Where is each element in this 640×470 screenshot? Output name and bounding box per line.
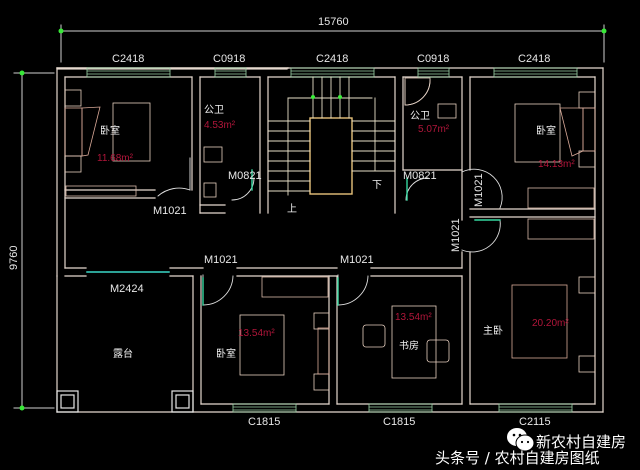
furniture (64, 77, 596, 391)
window-label: C0918 (213, 53, 246, 65)
door-leaves (202, 169, 501, 306)
room-name-bedroom: 卧室 (100, 126, 120, 137)
room-name-bathroom: 公卫 (410, 111, 430, 122)
door-label: M0821 (228, 170, 262, 182)
door-label: M1021 (450, 218, 462, 252)
staircase (267, 76, 396, 196)
room-area: 11.68m² (97, 153, 133, 164)
window-label: C1815 (383, 416, 416, 428)
stairs-up-label: 上 (287, 204, 297, 215)
windows-bottom (232, 403, 573, 413)
window-label: C2418 (316, 53, 349, 65)
room-name-bathroom: 公卫 (204, 105, 224, 116)
watermark-source: 头条号 / 农村自建房图纸 (435, 449, 600, 467)
room-area: 20.20m² (532, 318, 569, 329)
room-area: 13.54m² (395, 312, 432, 323)
room-area: 13.54m² (238, 328, 275, 339)
room-area: 4.53m² (204, 120, 236, 131)
window-label: C2418 (518, 53, 551, 65)
room-area: 14.13m² (538, 159, 575, 170)
room-area: 5.07m² (418, 124, 450, 135)
dimension-ticks (19, 28, 607, 411)
terrace-columns (56, 390, 194, 413)
door-label: M0821 (403, 170, 437, 182)
room-name-bedroom: 卧室 (536, 126, 556, 137)
door-label: M1021 (204, 254, 238, 266)
stairs-down-label: 下 (372, 180, 382, 191)
watermark-account-name: 新农村自建房 (536, 433, 627, 451)
windows-top (86, 67, 578, 78)
room-name-study: 书房 (399, 341, 419, 352)
door-label: M2424 (110, 283, 144, 295)
window-label: C2115 (519, 416, 551, 428)
door-label: M1021 (340, 254, 374, 266)
wechat-icon (507, 428, 535, 452)
window-label: C1815 (248, 416, 281, 428)
window-label: C0918 (417, 53, 450, 65)
door-label: M1021 (473, 173, 485, 207)
room-name-master-bedroom: 主卧 (483, 326, 503, 337)
door-label: M1021 (153, 205, 187, 217)
room-name-terrace: 露台 (113, 349, 133, 360)
walls (56, 67, 604, 413)
overall-height-dimension: 9760 (8, 245, 20, 270)
overall-width-dimension: 15760 (318, 16, 349, 28)
window-label: C2418 (112, 53, 145, 65)
room-name-bedroom: 卧室 (216, 349, 236, 360)
